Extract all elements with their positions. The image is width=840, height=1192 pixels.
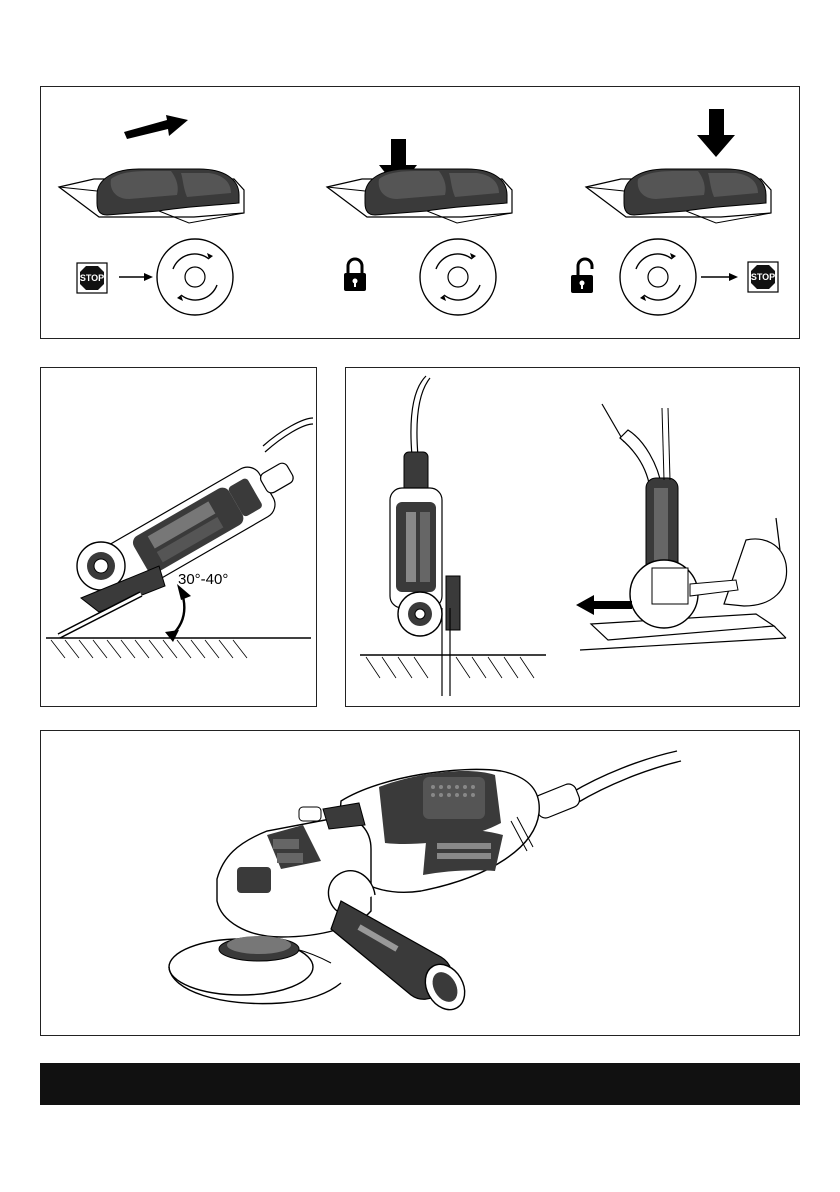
rotation-icon <box>157 239 233 315</box>
switch-diagram: STOP <box>41 87 799 338</box>
left-arrow-icon <box>576 595 632 615</box>
svg-text:STOP: STOP <box>751 272 775 282</box>
unlock-icon <box>571 259 593 293</box>
switch-operation-panel: STOP <box>40 86 800 339</box>
angle-label: 30°-40° <box>178 571 228 588</box>
grinder-vertical-illustration <box>390 376 460 696</box>
grinding-angle-panel: 30°-40° <box>40 367 317 707</box>
switch-illustration-3 <box>586 169 771 223</box>
rotation-icon <box>420 239 496 315</box>
down-arrow-icon <box>697 109 735 157</box>
cutting-panel <box>345 367 800 707</box>
stop-icon: STOP <box>748 262 778 292</box>
switch-illustration-2 <box>327 169 512 223</box>
right-arrow-icon <box>701 273 738 281</box>
footer-bar <box>40 1063 800 1105</box>
svg-text:STOP: STOP <box>80 273 104 283</box>
stop-icon: STOP <box>77 263 107 293</box>
hatched-ground <box>51 640 247 658</box>
left-arrow-icon <box>124 115 188 139</box>
lock-icon <box>344 259 366 291</box>
right-arrow-icon <box>119 273 153 281</box>
switch-illustration-1 <box>59 169 244 223</box>
angle-grinder-illustration <box>41 731 799 1035</box>
rotation-icon <box>620 239 696 315</box>
grinding-angle-diagram: 30°-40° <box>41 368 316 706</box>
cutting-diagram <box>346 368 799 706</box>
hands-cutting-illustration <box>580 404 787 650</box>
angle-grinder-panel <box>40 730 800 1036</box>
